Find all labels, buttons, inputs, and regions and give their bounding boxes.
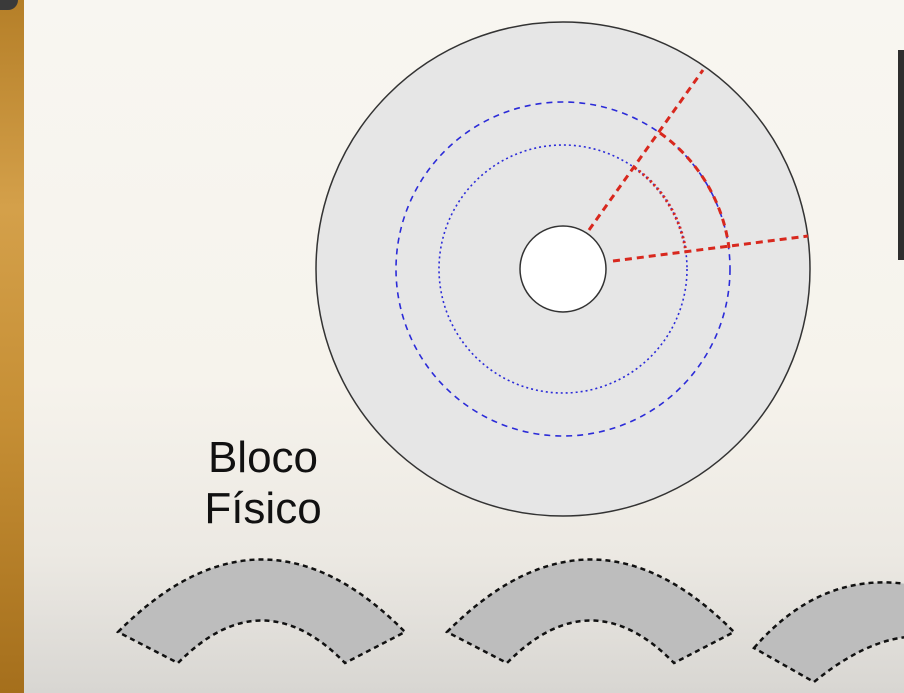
right-edge-mark: [898, 50, 904, 260]
inner-track: [438, 144, 688, 394]
sector-line-lower: [612, 234, 809, 263]
left-accent-band: [0, 0, 24, 693]
sector-arc-inner: [634, 166, 688, 254]
label-line-2: Físico: [204, 484, 322, 533]
physical-block-1: [115, 558, 408, 665]
physical-block-3: [752, 581, 904, 684]
label-line-1: Bloco: [207, 433, 319, 482]
outer-track: [395, 101, 731, 437]
spindle-hole: [519, 225, 607, 313]
corner-mark: [0, 0, 18, 10]
sector-line-upper: [587, 69, 705, 231]
physical-block-label: Bloco Físico: [180, 432, 346, 534]
sector-arc-outer: [659, 131, 731, 249]
physical-block-2: [444, 558, 737, 665]
